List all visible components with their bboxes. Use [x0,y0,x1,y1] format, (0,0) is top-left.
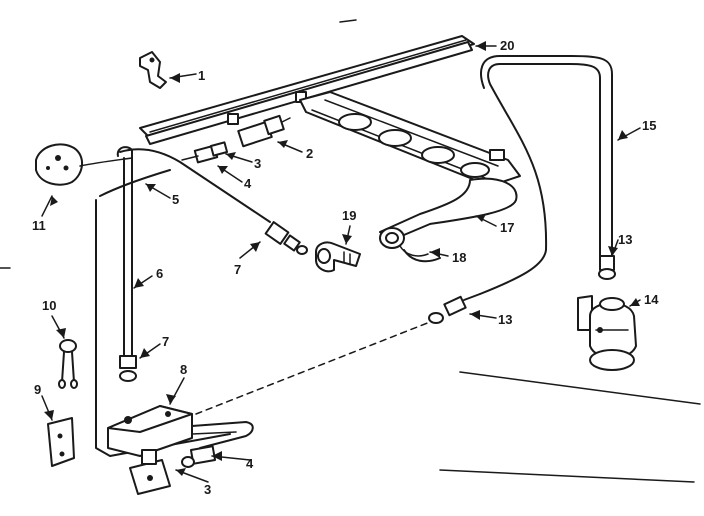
part-13-upper-fitting [598,255,616,280]
part-17-burner-tube [379,177,518,249]
callout-2: 2 [306,146,313,161]
callout-9: 9 [34,382,41,397]
part-7-lower-fitting [119,355,137,382]
part-18-air-shutter [399,245,441,263]
callout-10: 10 [42,298,56,313]
part-15-supply-tube-inner [480,55,613,259]
part-4-lower-fitting [181,445,217,468]
main-burner [299,91,521,187]
part-9-plate [47,417,75,467]
callout-13-upper: 13 [618,232,632,247]
part-8-control-valve [107,405,254,457]
part-14-gas-valve [577,295,637,371]
callout-4-lower: 4 [246,456,254,471]
callout-3-upper: 3 [254,156,261,171]
callout-18: 18 [452,250,466,265]
part-7-upper-fitting [264,221,308,255]
part-3-lower-fitting [129,449,171,495]
callout-7-left: 7 [162,334,169,349]
floor-lines [0,19,701,483]
part-3-4-upper-fittings [181,141,229,164]
callout-14: 14 [644,292,659,307]
callout-7-mid: 7 [234,262,241,277]
part-10-thermocouple [58,339,78,389]
part-15-supply-tube [479,63,601,295]
callout-6: 6 [156,266,163,281]
callout-4-upper: 4 [244,176,252,191]
part-6-tube [116,146,133,356]
callout-3-lower: 3 [204,482,211,497]
callout-20: 20 [500,38,514,53]
part-5-pilot-tube [95,148,271,457]
callout-8: 8 [180,362,187,377]
part-19-elbow [315,241,361,273]
callout-19: 19 [342,208,356,223]
part-2-orifice-holder [237,114,291,148]
callout-17: 17 [500,220,514,235]
part-20-burner-rail [139,35,475,145]
callout-1: 1 [198,68,205,83]
part-1-bracket [139,51,167,89]
part-11-sensor [35,143,133,186]
callout-5: 5 [172,192,179,207]
callout-15: 15 [642,118,656,133]
part-13-lower-fitting [428,293,481,324]
callout-arrowheads [44,41,640,476]
callout-11: 11 [32,218,46,233]
dashed-connection [195,321,431,415]
callout-13-lower: 13 [498,312,512,327]
